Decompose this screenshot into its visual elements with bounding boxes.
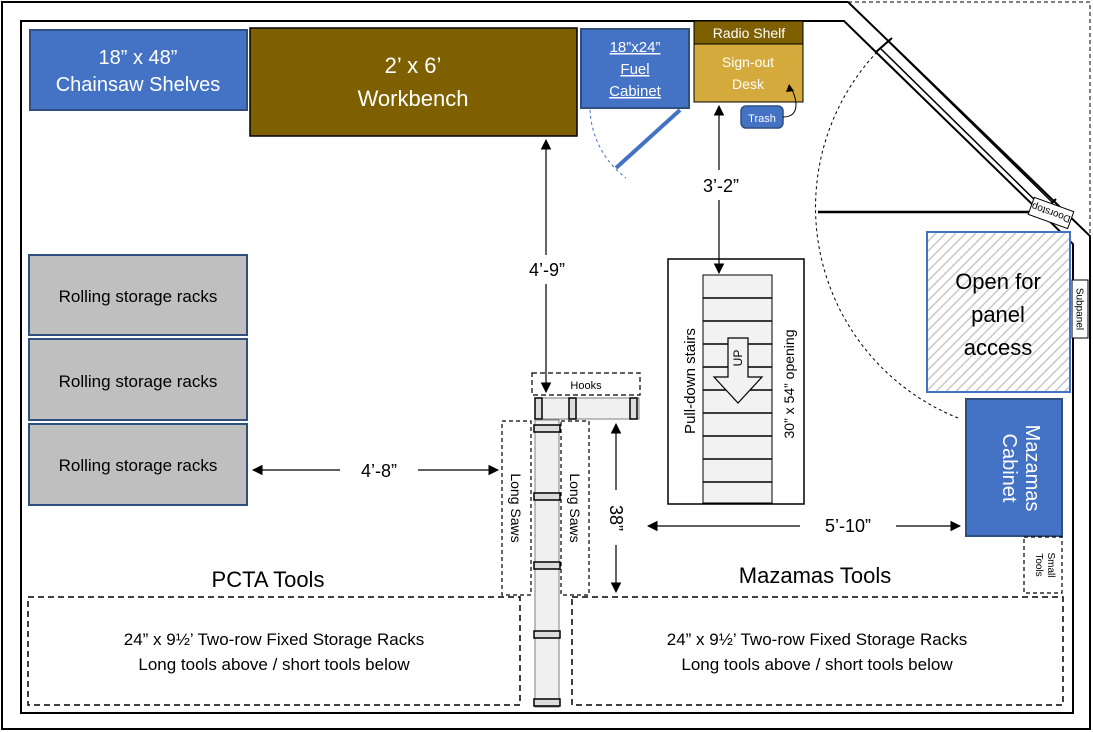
workbench-label: Workbench — [358, 86, 469, 111]
panel-access-area: Open for panel access — [926, 231, 1071, 393]
rail-rung — [533, 561, 561, 570]
fuel-cabinet-label-1: Fuel — [620, 61, 649, 78]
trash-arrowhead — [786, 84, 794, 92]
panel-access-label-2: panel — [971, 302, 1025, 327]
fuel-cabinet-size: 18”x24” — [610, 39, 661, 56]
chainsaw-shelves-label: Chainsaw Shelves — [56, 74, 221, 96]
chainsaw-shelves: 18” x 48” Chainsaw Shelves — [29, 29, 248, 111]
fuel-cabinet-label-2: Cabinet — [609, 83, 662, 100]
hooks: Hooks — [531, 372, 641, 420]
small-tools-label-2: Tools — [1033, 553, 1044, 576]
long-saws-right-label: Long Saws — [567, 473, 583, 542]
stairs-up-label: UP — [731, 350, 745, 367]
pcta-racks-line1: 24” x 9½’ Two-row Fixed Storage Racks — [124, 630, 424, 649]
frame-corner-dashed — [848, 1, 1091, 236]
rail-rung — [533, 630, 561, 639]
stair-treads — [703, 297, 772, 483]
door-jamb — [875, 37, 893, 53]
rolling-rack-label-1: Rolling storage racks — [59, 287, 218, 306]
dim-workbench-hooks-label: 4’-9” — [529, 260, 565, 280]
long-saws-left: Long Saws — [501, 420, 532, 596]
signout-desk: Sign-out Desk — [693, 43, 804, 103]
chainsaw-shelves-size: 18” x 48” — [99, 47, 178, 69]
dim-racks-saws-label: 4’-8” — [361, 461, 397, 481]
rolling-rack-label-2: Rolling storage racks — [59, 372, 218, 391]
mazamas-cabinet-label-1: Mazamas — [1021, 425, 1043, 512]
mazamas-tools-area: Mazamas Tools 24” x 9½’ Two-row Fixed St… — [571, 563, 1064, 706]
mazamas-racks-line2: Long tools above / short tools below — [681, 655, 953, 674]
fuel-cabinet-door — [614, 108, 682, 170]
pcta-racks-line2: Long tools above / short tools below — [138, 655, 410, 674]
hooks-label: Hooks — [570, 380, 602, 392]
door-frame-line-2 — [887, 40, 1053, 203]
hook-post — [568, 397, 577, 420]
workbench: 2’ x 6’ Workbench — [249, 27, 578, 137]
saw-rail — [533, 419, 561, 708]
mazamas-cabinet: Mazamas Cabinet — [965, 398, 1063, 537]
workbench-size: 2’ x 6’ — [385, 53, 442, 78]
rail-rung — [533, 492, 561, 501]
dimension-workbench-to-hooks: 4’-9” — [529, 138, 565, 394]
pcta-tools-area: PCTA Tools 24” x 9½’ Two-row Fixed Stora… — [27, 567, 521, 706]
dim-hooks-racks-label: 38” — [606, 505, 626, 531]
fuel-cabinet-door-arc — [589, 109, 627, 179]
rail-rung — [533, 698, 561, 707]
panel-access-label-3: access — [964, 335, 1032, 360]
trash-label: Trash — [748, 113, 776, 125]
trash: Trash — [740, 84, 797, 129]
dimension-desk-to-stairs: 3’-2” — [703, 104, 739, 275]
hook-post — [534, 397, 543, 420]
long-saws-left-label: Long Saws — [508, 473, 524, 542]
rolling-rack-label-3: Rolling storage racks — [59, 456, 218, 475]
pull-down-stairs: UP Pull-down stairs 30” x 54” opening — [667, 258, 805, 505]
mazamas-tools-title: Mazamas Tools — [739, 563, 891, 588]
dimension-racks-to-saws: 4’-8” — [251, 461, 500, 481]
mazamas-cabinet-label-2: Cabinet — [998, 434, 1020, 503]
radio-shelf-label: Radio Shelf — [713, 25, 785, 41]
signout-desk-label-2: Desk — [732, 76, 765, 92]
stairs-up-arrow — [712, 337, 764, 404]
dim-desk-stairs-label: 3’-2” — [703, 176, 739, 196]
signout-desk-label-1: Sign-out — [722, 54, 774, 70]
fuel-cabinet: 18”x24” Fuel Cabinet — [580, 28, 690, 179]
small-tools-label-1: Small — [1045, 552, 1056, 577]
dimension-hooks-to-racks: 38” — [606, 422, 626, 594]
long-saws-right: Long Saws — [560, 420, 590, 596]
rail-rung — [533, 424, 561, 433]
mazamas-racks-line1: 24” x 9½’ Two-row Fixed Storage Racks — [667, 630, 967, 649]
dim-stairs-cabinet-label: 5’-10” — [825, 516, 871, 536]
subpanel-label: Subpanel — [1074, 288, 1085, 330]
rolling-racks: Rolling storage racks Rolling storage ra… — [28, 254, 248, 506]
panel-access-label-1: Open for — [955, 269, 1041, 294]
pcta-tools-title: PCTA Tools — [212, 567, 325, 592]
door-frame-line — [879, 47, 1046, 211]
radio-shelf: Radio Shelf — [693, 20, 804, 45]
stairs-opening-label: 30” x 54” opening — [781, 330, 797, 439]
dimension-stairs-to-cabinet: 5’-10” — [646, 516, 962, 536]
stairs-label: Pull-down stairs — [682, 328, 699, 434]
subpanel: Subpanel — [1071, 279, 1089, 339]
small-tools: Small Tools — [1023, 536, 1063, 594]
hook-post — [629, 397, 638, 420]
